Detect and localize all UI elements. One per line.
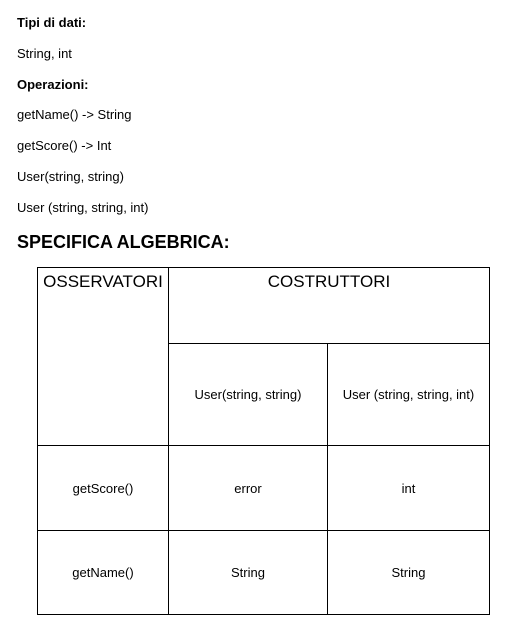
table-row: getName() String String	[37, 530, 490, 615]
value-cell: String	[168, 530, 328, 615]
table-row: User(string, string) User (string, strin…	[38, 343, 490, 446]
data-types-heading: Tipi di dati:	[17, 15, 87, 30]
operation-item: User(string, string)	[17, 169, 124, 184]
observer-cell: getName()	[37, 530, 169, 615]
operation-item: getName() -> String	[17, 107, 132, 122]
table-row: OSSERVATORI COSTRUTTORI	[37, 267, 490, 446]
value-cell: String	[327, 530, 490, 615]
table-row: getScore() error int	[37, 445, 490, 531]
constructors-header: COSTRUTTORI	[168, 267, 490, 344]
observer-cell: getScore()	[37, 445, 169, 531]
spec-heading: SPECIFICA ALGEBRICA:	[17, 232, 230, 252]
operation-item: getScore() -> Int	[17, 138, 112, 153]
value-cell: error	[168, 445, 328, 531]
operations-heading: Operazioni:	[17, 77, 89, 92]
data-types-text: String, int	[17, 46, 72, 61]
spec-table: OSSERVATORI COSTRUTTORI User(string, str…	[37, 267, 490, 615]
constructor-cell: User(string, string)	[168, 343, 328, 446]
constructor-cell: User (string, string, int)	[327, 343, 490, 446]
value-cell: int	[327, 445, 490, 531]
observers-header: OSSERVATORI	[37, 267, 169, 446]
operation-item: User (string, string, int)	[17, 200, 149, 215]
